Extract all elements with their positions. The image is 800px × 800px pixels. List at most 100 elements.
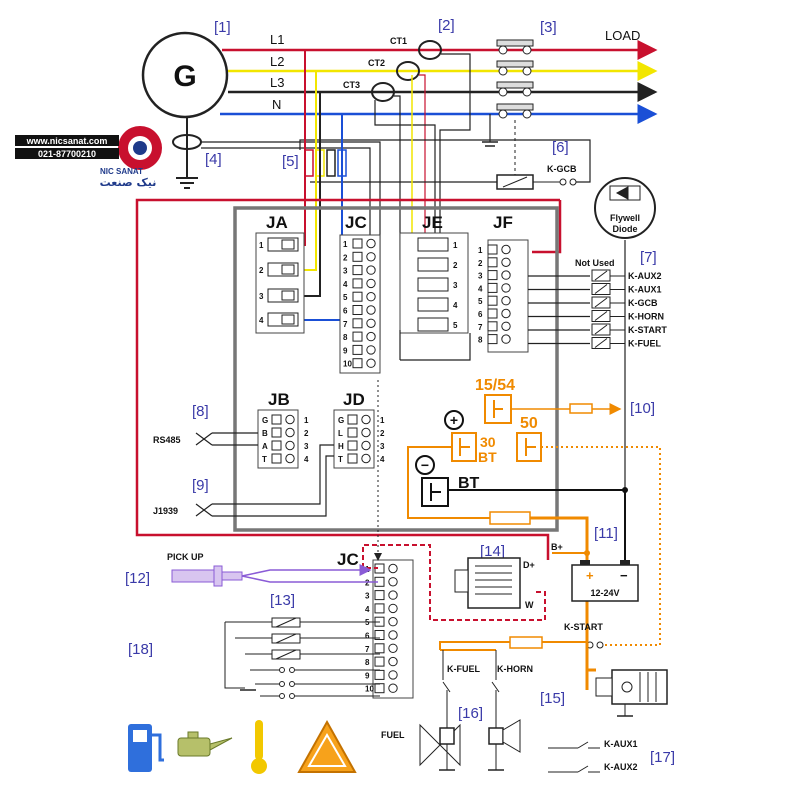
connector-je: 1 2 3 4 5 <box>399 232 469 334</box>
jc-pin-square <box>352 305 363 315</box>
jb-pin-square <box>271 414 282 425</box>
terminal-bt: BT <box>421 475 480 507</box>
jc2-pin-circle <box>388 670 398 680</box>
label-l2: L2 <box>270 54 284 69</box>
controller-box <box>233 206 559 532</box>
label-k-gcb-top: K-GCB <box>547 164 577 174</box>
jb-pin-circle <box>285 414 295 425</box>
jf-pin-6: 6 <box>478 310 483 319</box>
label-k-horn: K-HORN <box>497 664 533 674</box>
ref-17: [17] <box>650 749 675 766</box>
jb-num-1: 1 <box>304 416 309 425</box>
battery: + − 12-24V <box>571 560 639 602</box>
jc2-pin-circle <box>388 656 398 667</box>
ref-12: [12] <box>125 570 150 587</box>
ref-10: [10] <box>630 400 655 417</box>
ja-pin-1: 1 <box>259 241 264 250</box>
pickup-sensor <box>171 565 243 587</box>
ja-title: JA <box>266 213 288 232</box>
fuel-valve <box>419 723 461 771</box>
starter-motor <box>595 669 668 717</box>
ref-8: [8] <box>192 403 209 420</box>
relay-coil-slash <box>594 338 608 348</box>
jc-pin-1: 1 <box>343 240 348 249</box>
jc-pin-2: 2 <box>343 253 348 262</box>
jb-pin-A: A <box>262 442 268 451</box>
relay-label-k-aux2: K-AUX2 <box>628 271 662 281</box>
jc2-pin-square <box>374 590 385 601</box>
jf-pin-3: 3 <box>478 272 483 281</box>
minus-terminal-icon: − <box>415 455 435 475</box>
label-ct2: CT2 <box>368 58 385 68</box>
label-50: 50 <box>520 415 538 432</box>
label-k-fuel: K-FUEL <box>447 664 480 674</box>
jb-num-2: 2 <box>304 429 309 438</box>
jc-pin-square <box>352 358 363 369</box>
jb-pin-square <box>271 427 282 438</box>
ref-3: [3] <box>540 19 557 36</box>
terminal-50: 50 <box>516 415 542 462</box>
warning-icon <box>297 719 357 773</box>
jc2-pin-square <box>374 603 385 614</box>
jc2-pin-circle <box>388 577 398 587</box>
jf-pin-square <box>487 257 498 268</box>
jc-pin-circle <box>366 318 376 328</box>
jd-num-4: 4 <box>380 455 385 464</box>
label-bt: BT <box>458 475 480 492</box>
jd-title: JD <box>343 390 365 409</box>
generator: G <box>141 31 229 119</box>
je-pin-4: 4 <box>453 301 458 310</box>
plus-sign: + <box>450 412 458 428</box>
jd-pin-circle <box>361 453 371 464</box>
jc-pin-8: 8 <box>343 333 348 342</box>
relay-coil-slash <box>594 297 608 308</box>
jf-pin-circle <box>501 257 511 267</box>
jb-pin-B: B <box>262 429 268 438</box>
minus-sign: − <box>421 457 429 473</box>
jc-pin-square <box>352 238 363 249</box>
watermark-phone: 021-87700210 <box>38 149 96 159</box>
ref-2: [2] <box>438 17 455 34</box>
relay-coil-slash <box>594 324 608 335</box>
ref-15: [15] <box>540 690 565 707</box>
jf-pin-circle <box>501 334 511 344</box>
jc-pin-square <box>352 331 363 342</box>
jc-pin-9: 9 <box>343 346 348 355</box>
label-k-aux1: K-AUX1 <box>604 739 638 749</box>
jc-pin-3: 3 <box>343 267 348 276</box>
je-pin-5: 5 <box>453 321 458 330</box>
label-load: LOAD <box>605 28 640 43</box>
jf-pin-8: 8 <box>478 336 483 345</box>
jc-pin-circle <box>366 331 376 342</box>
jc2-pin-6: 6 <box>365 632 370 641</box>
jf-pin-circle <box>501 321 511 331</box>
jc-title: JC <box>345 213 367 232</box>
fuse-main <box>489 511 531 525</box>
sensor-inputs <box>224 617 380 699</box>
jf-pin-circle <box>501 283 511 293</box>
thermometer-icon <box>251 720 267 774</box>
ref-11: [11] <box>594 525 618 542</box>
start-dotted-wire <box>541 446 661 646</box>
jc-pin-square <box>352 318 363 329</box>
jc2-pin-4: 4 <box>365 605 370 614</box>
generator-label: G <box>173 60 196 93</box>
jc-pin-square <box>352 291 363 302</box>
relay-coil-slash <box>594 311 608 321</box>
ja-pin-2: 2 <box>259 266 264 275</box>
jc-pin-circle <box>366 252 376 262</box>
jb-pin-G: G <box>262 416 268 425</box>
jf-pin-square <box>487 334 498 345</box>
jc2-pin-square <box>374 656 385 667</box>
label-b-plus: B+ <box>551 542 563 552</box>
terminal-30-bt: 30 BT <box>451 432 497 465</box>
jf-pin-circle <box>501 308 511 319</box>
jf-pin-square <box>487 308 498 319</box>
battery-minus: − <box>620 568 628 583</box>
jd-pin-square <box>347 440 358 451</box>
ref-16: [16] <box>458 705 483 722</box>
ct1 <box>418 40 442 60</box>
